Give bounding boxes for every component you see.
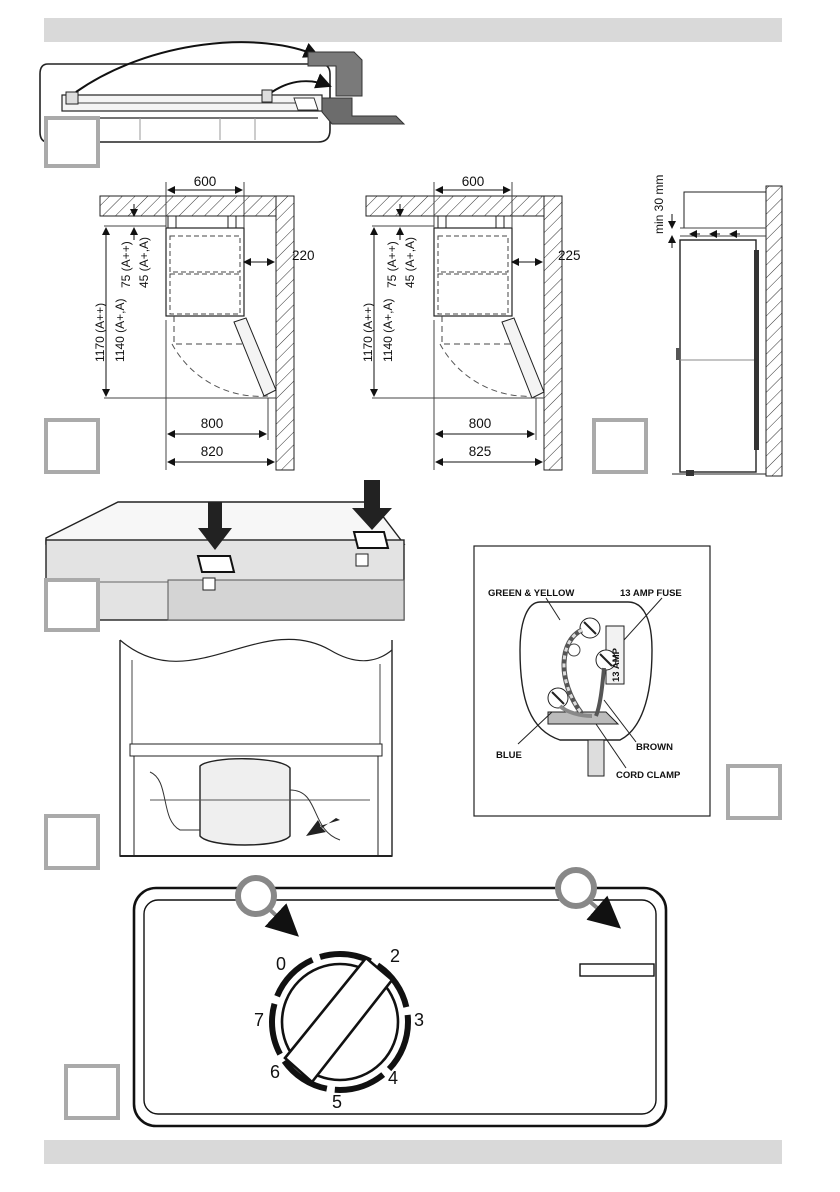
figure-plug-wiring: GREEN & YELLOW 13 AMP FUSE 13 AMP BLUE B… bbox=[474, 546, 710, 816]
label-blue: BLUE bbox=[496, 750, 522, 761]
label-fuse: 13 AMP FUSE bbox=[620, 588, 682, 599]
label-cord-clamp: CORD CLAMP bbox=[616, 770, 681, 781]
dial-mark-7: 7 bbox=[254, 1010, 264, 1030]
dim-width-top: 600 bbox=[462, 174, 485, 189]
dim-side-gap: 220 bbox=[292, 248, 315, 263]
dim-width-top: 600 bbox=[194, 174, 217, 189]
figure-compressor bbox=[120, 639, 392, 856]
dim-height-a-pp: 1170 (A++) bbox=[93, 303, 107, 362]
dial-mark-3: 3 bbox=[414, 1010, 424, 1030]
dim-gap-a-p: 45 (A+,A) bbox=[403, 237, 417, 288]
step-box-6 bbox=[728, 766, 780, 818]
side-clearance-label: min 30 mm bbox=[652, 175, 666, 234]
dim-height-a-pp: 1170 (A++) bbox=[361, 303, 375, 362]
dim-gap-a-p: 45 (A+,A) bbox=[137, 237, 151, 288]
dim-gap-a-pp: 75 (A++) bbox=[385, 241, 399, 288]
step-box-5 bbox=[46, 816, 98, 868]
dial-mark-6: 6 bbox=[270, 1062, 280, 1082]
figure-thermostat-panel: 0 2 3 4 5 6 7 bbox=[134, 870, 666, 1126]
dial-mark-5: 5 bbox=[332, 1092, 342, 1112]
label-fuse-body: 13 AMP bbox=[611, 647, 622, 682]
figure-clearance-middle: 600 225 1170 (A++) 1140 (A+,A) 75 (A++) … bbox=[361, 174, 581, 470]
dim-depth-total: 820 bbox=[201, 444, 224, 459]
dim-gap-a-pp: 75 (A++) bbox=[119, 241, 133, 288]
figure-clearance-left: 600 220 1170 (A++) 1140 (A+,A) 75 (A++) … bbox=[93, 174, 315, 470]
label-brown: BROWN bbox=[636, 742, 673, 753]
dim-depth-open: 800 bbox=[469, 416, 492, 431]
step-box-1 bbox=[46, 118, 98, 166]
dim-depth-open: 800 bbox=[201, 416, 224, 431]
step-box-2 bbox=[46, 420, 98, 472]
dim-depth-total: 825 bbox=[469, 444, 492, 459]
step-box-4 bbox=[46, 580, 98, 630]
dial-mark-0: 0 bbox=[276, 954, 286, 974]
dim-height-a-p: 1140 (A+,A) bbox=[381, 299, 395, 362]
dial-mark-4: 4 bbox=[388, 1068, 398, 1088]
step-box-3 bbox=[594, 420, 646, 472]
dial-mark-2: 2 bbox=[390, 946, 400, 966]
label-green-yellow: GREEN & YELLOW bbox=[488, 588, 574, 599]
step-box-7 bbox=[66, 1066, 118, 1118]
dim-side-gap: 225 bbox=[558, 248, 581, 263]
figure-side-clearance: min 30 mm bbox=[652, 175, 782, 476]
dim-height-a-p: 1140 (A+,A) bbox=[113, 299, 127, 362]
